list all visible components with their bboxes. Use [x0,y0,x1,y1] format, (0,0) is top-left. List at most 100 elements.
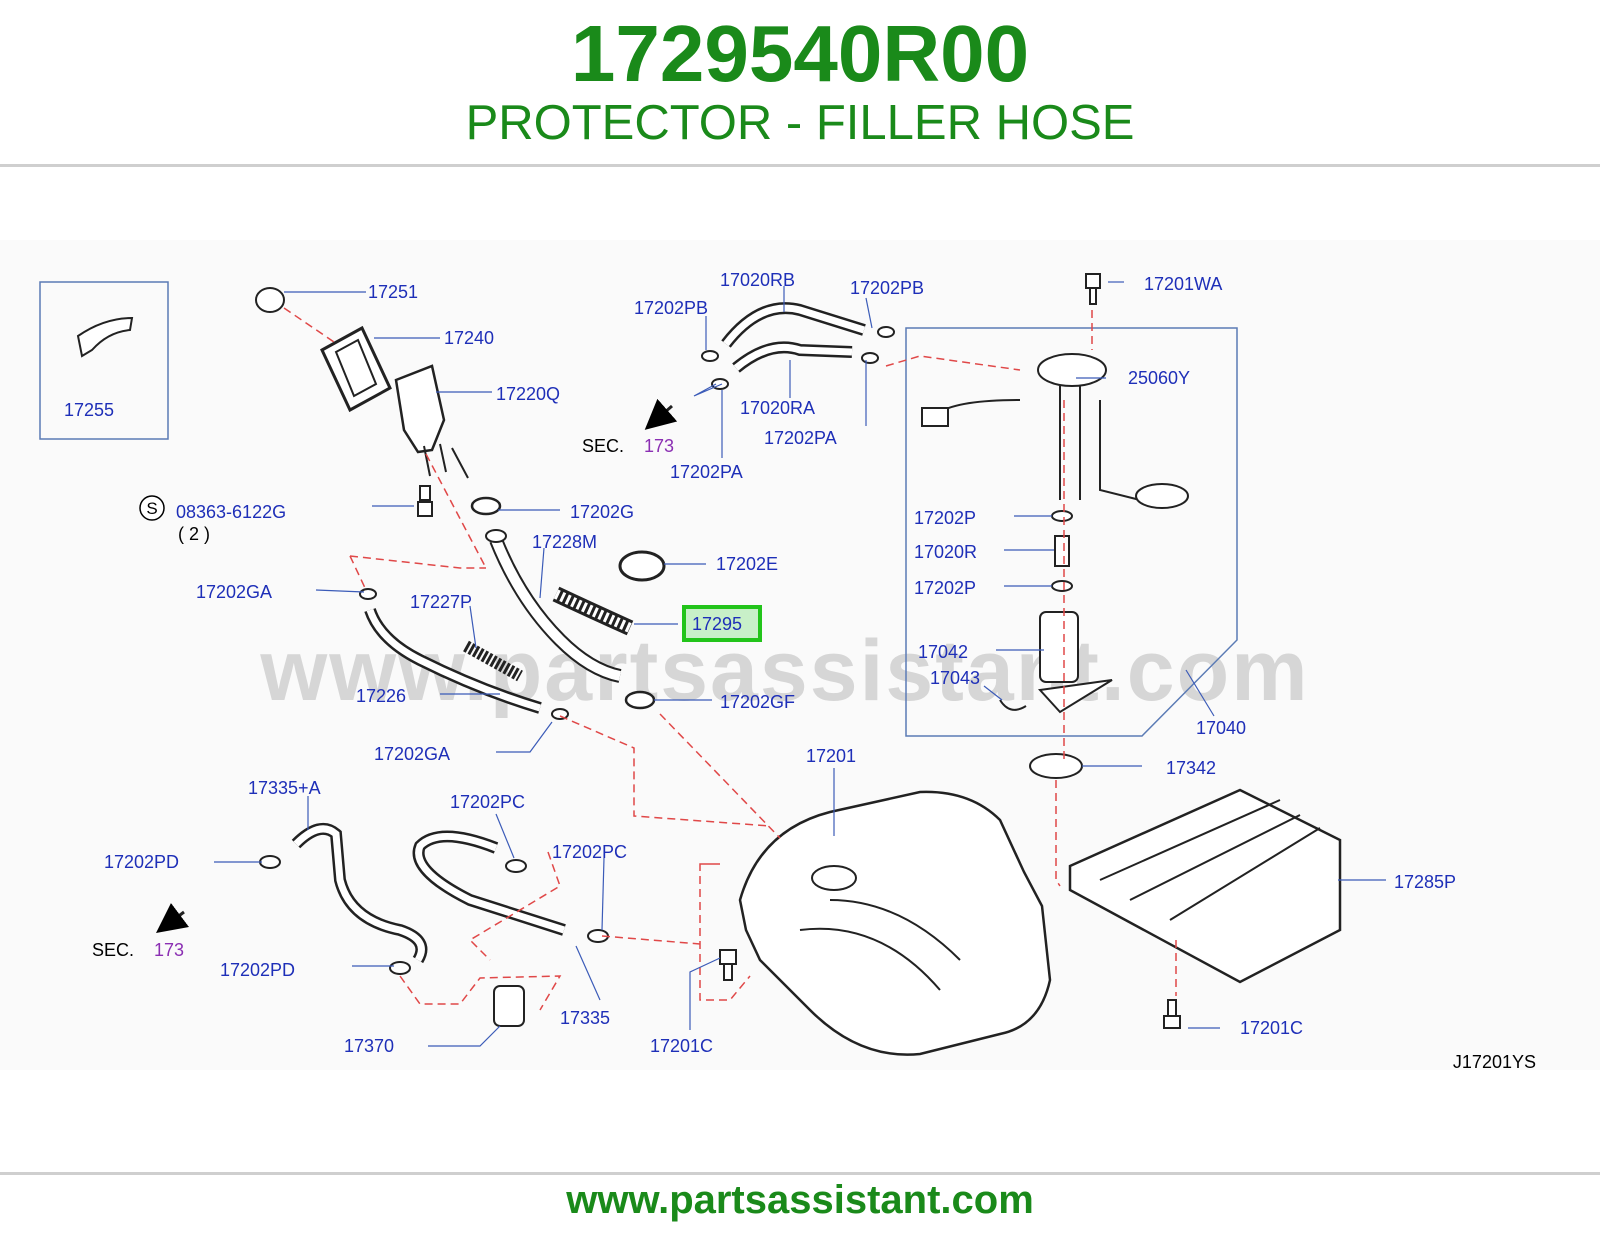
callout-17201C-left[interactable]: 17201C [650,1036,713,1056]
part-17202PD-top [259,855,281,869]
callout-17020RA[interactable]: 17020RA [740,398,815,418]
callout-17335A[interactable]: 17335+A [248,778,321,798]
footer-url-link[interactable]: www.partsassistant.com [566,1178,1034,1222]
callout-17202P-bot[interactable]: 17202P [914,578,976,598]
sec-arrow-bot [156,903,189,933]
callout-17042[interactable]: 17042 [918,642,968,662]
part-17251-shape [255,287,285,313]
part-17285P-shield [1068,788,1342,984]
callout-17020RB[interactable]: 17020RB [720,270,795,290]
callout-17043[interactable]: 17043 [930,668,980,688]
callout-17240[interactable]: 17240 [444,328,494,348]
callout-17040[interactable]: 17040 [1196,718,1246,738]
part-17255-shape [76,316,134,358]
part-17228M-tube-inner [491,538,622,681]
callout-17201C-right[interactable]: 17201C [1240,1018,1303,1038]
part-17201-tank [738,790,1052,1056]
part-17202PC-l [505,859,527,873]
part-drawings [39,273,1342,1056]
callout-17202GF[interactable]: 17202GF [720,692,795,712]
callout-17226[interactable]: 17226 [356,686,406,706]
leader-lines [214,281,1386,1047]
callout-17201[interactable]: 17201 [806,746,856,766]
part-17202GA-bot [551,708,569,720]
part-17370-valve [493,985,525,1027]
callout-labels: 17251 17240 17220Q 17255 08363-6122G ( 2… [64,270,1456,1056]
part-17202PA-r [861,352,879,364]
callout-17335[interactable]: 17335 [560,1008,610,1028]
part-17202G-shape [470,496,502,516]
inset-box-17255 [39,281,169,440]
callout-17202GA-top[interactable]: 17202GA [196,582,272,602]
sec-number-bot[interactable]: 173 [154,940,184,960]
callout-17342[interactable]: 17342 [1166,758,1216,778]
part-17220Q-shape [394,364,446,454]
part-17335A-hose-inner [293,825,425,962]
part-17202PB-l [701,350,719,362]
part-17043-ring [999,699,1027,711]
part-17227P-spring [463,640,523,682]
part-17202PB-r [877,326,895,338]
part-17202P-top [1051,510,1073,522]
part-name-subtitle: PROTECTOR - FILLER HOSE [465,96,1135,150]
part-17228M-end [485,529,507,543]
part-number-title: 1729540R00 [570,9,1030,98]
part-17201WA-bolt [1085,273,1101,305]
callout-17220Q[interactable]: 17220Q [496,384,560,404]
diagram-code: J17201YS [1453,1052,1536,1072]
assembly-dashed-lines [283,307,1177,1011]
part-17201-pump-hole [811,865,857,891]
footer-divider [0,1172,1600,1175]
callout-17202E[interactable]: 17202E [716,554,778,574]
callout-17227P[interactable]: 17227P [410,592,472,612]
sec-label-top: SEC. [582,436,624,456]
part-25060Y-flange [1037,353,1107,387]
part-17202E-shape [618,550,666,582]
callout-17285P[interactable]: 17285P [1394,872,1456,892]
part-17220Q-tubes [423,443,469,479]
callout-17202PC-right[interactable]: 17202PC [552,842,627,862]
callout-17255[interactable]: 17255 [64,400,114,420]
callout-17202P-top[interactable]: 17202P [914,508,976,528]
callout-17202PA-left[interactable]: 17202PA [670,462,743,482]
callout-17202PA-right[interactable]: 17202PA [764,428,837,448]
callout-25060Y[interactable]: 25060Y [1128,368,1190,388]
callout-17202G[interactable]: 17202G [570,502,634,522]
part-17226-hose-inner [366,608,542,712]
callout-08363-qty: ( 2 ) [178,524,210,544]
part-17295-protector-inner [553,589,633,633]
callout-17202PD-top[interactable]: 17202PD [104,852,179,872]
callout-17201WA[interactable]: 17201WA [1144,274,1222,294]
part-17201C-l-bolt [719,949,737,981]
sec-number-top[interactable]: 173 [644,436,674,456]
part-17042-pump [1039,611,1079,683]
callout-17020R[interactable]: 17020R [914,542,977,562]
header-divider [0,164,1600,167]
pump-assembly-box [905,327,1238,737]
callout-17251[interactable]: 17251 [368,282,418,302]
part-17285P-ribs [1099,799,1321,921]
part-17202P-bot [1051,580,1073,592]
callout-17202PD-bot[interactable]: 17202PD [220,960,295,980]
part-08363-bolt [417,485,433,517]
callout-17228M[interactable]: 17228M [532,532,597,552]
part-17043-filter [1037,679,1113,714]
part-17020RB-inner [723,304,866,347]
callout-17295[interactable]: 17295 [692,614,742,634]
s-symbol-letter: S [146,499,157,518]
part-25060Y-float [1135,483,1189,509]
highlight-box-17295 [682,605,762,642]
callout-17202PB-left[interactable]: 17202PB [634,298,708,318]
callout-17202PB-right[interactable]: 17202PB [850,278,924,298]
part-17202GF-shape [624,690,656,710]
part-25060Y-connector [921,407,949,427]
callout-08363-6122G[interactable]: 08363-6122G [176,502,286,522]
callout-17370[interactable]: 17370 [344,1036,394,1056]
part-17240-inner [334,338,378,398]
callout-17202PC-left[interactable]: 17202PC [450,792,525,812]
sec-arrow-top [644,398,678,430]
callout-17202GA-bot[interactable]: 17202GA [374,744,450,764]
part-17020R-shape [1054,535,1070,567]
part-25060Y-rods [1059,386,1141,501]
